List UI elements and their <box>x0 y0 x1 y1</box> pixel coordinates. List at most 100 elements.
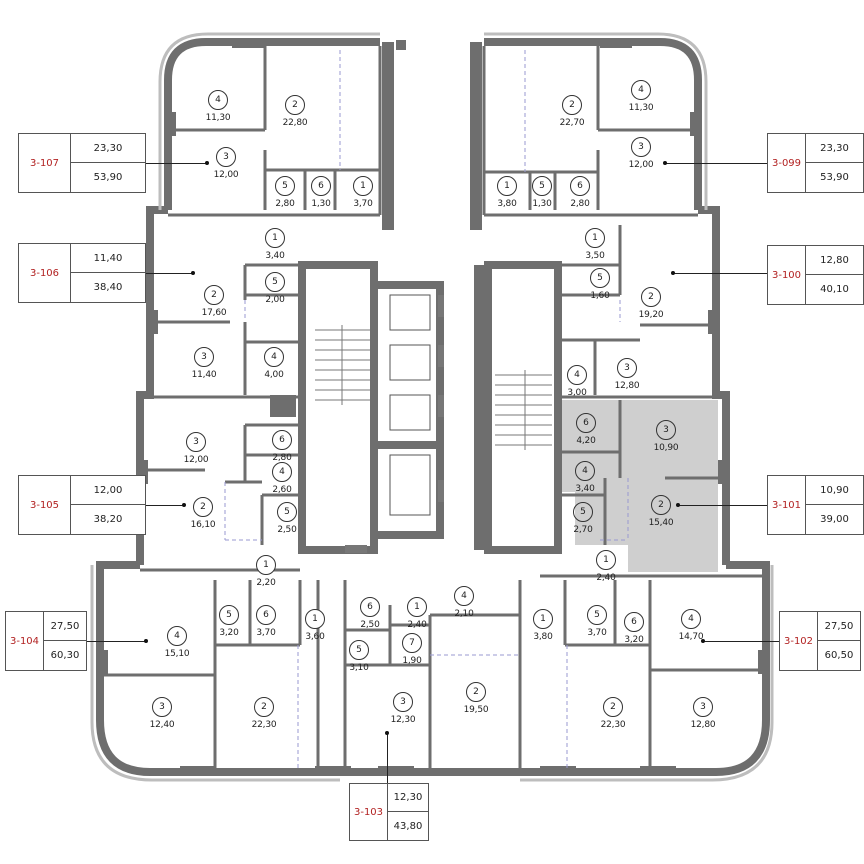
leader-3-101 <box>678 505 767 506</box>
central-core <box>270 40 562 554</box>
apartment-label-3-103[interactable]: 3-103 12,30 43,80 <box>349 783 429 841</box>
total-area: 40,10 <box>820 284 849 295</box>
leader-dot-3-106 <box>191 271 195 275</box>
apartment-number: 3-100 <box>768 246 806 304</box>
leader-3-102 <box>703 641 779 642</box>
apartment-number: 3-103 <box>350 784 388 840</box>
zone-dividers <box>224 50 629 768</box>
living-area: 27,50 <box>818 612 860 641</box>
leader-dot-3-102 <box>701 639 705 643</box>
apartment-label-3-105[interactable]: 3-105 12,00 38,20 <box>18 475 146 535</box>
apartment-label-3-100[interactable]: 3-100 12,80 40,10 <box>767 245 864 305</box>
apartment-number: 3-106 <box>19 244 71 302</box>
total-area: 38,40 <box>93 282 123 293</box>
total-area: 53,90 <box>93 172 123 183</box>
leader-dot-3-101 <box>676 503 680 507</box>
apartment-label-3-101[interactable]: 3-101 10,90 39,00 <box>767 475 864 535</box>
living-area: 12,00 <box>71 476 145 505</box>
leader-3-099 <box>665 163 767 164</box>
living-area: 12,80 <box>806 246 863 275</box>
leader-dot-3-103 <box>385 731 389 735</box>
exterior-walls <box>96 38 770 776</box>
apartment-3-101-highlight <box>558 400 718 572</box>
apartment-label-3-104[interactable]: 3-104 27,50 60,30 <box>5 611 87 671</box>
total-area: 43,80 <box>393 820 423 832</box>
leader-dot-3-100 <box>671 271 675 275</box>
apartment-number: 3-105 <box>19 476 71 534</box>
leader-3-103 <box>387 733 388 785</box>
apartment-number: 3-102 <box>780 612 818 670</box>
apartment-label-3-099[interactable]: 3-099 23,30 53,90 <box>767 133 864 193</box>
apartment-number: 3-101 <box>768 476 806 534</box>
leader-dot-3-099 <box>663 161 667 165</box>
apartment-number: 3-104 <box>6 612 44 670</box>
leader-dot-3-104 <box>144 639 148 643</box>
total-area: 39,00 <box>820 514 849 525</box>
leader-dot-3-107 <box>205 161 209 165</box>
leader-3-107 <box>97 163 207 164</box>
living-area: 23,30 <box>806 134 863 163</box>
apartment-number: 3-099 <box>768 134 806 192</box>
total-area: 53,90 <box>820 172 849 183</box>
apartment-label-3-102[interactable]: 3-102 27,50 60,50 <box>779 611 861 671</box>
outer-wall-curves <box>90 32 774 782</box>
living-area: 11,40 <box>71 244 145 273</box>
total-area: 60,30 <box>50 650 80 661</box>
total-area: 60,50 <box>824 650 854 661</box>
living-area: 27,50 <box>44 612 86 641</box>
leader-3-100 <box>673 273 767 274</box>
apartment-label-3-106[interactable]: 3-106 11,40 38,40 <box>18 243 146 303</box>
leader-3-104 <box>86 641 146 642</box>
leader-dot-3-105 <box>182 503 186 507</box>
apartment-label-3-107[interactable]: 3-107 23,30 53,90 <box>18 133 146 193</box>
apartment-number: 3-107 <box>19 134 71 192</box>
total-area: 38,20 <box>93 514 123 525</box>
